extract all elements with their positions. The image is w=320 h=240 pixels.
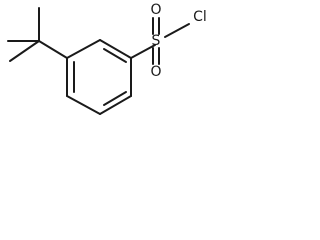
bond-ring-to-sulfur (130, 44, 156, 59)
bond-tbutyl-to-ring (38, 40, 68, 59)
ring-bond-2 (99, 39, 132, 59)
chemical-structure-diagram: O S O Cl (7, 2, 207, 115)
bond-tbutyl-methyl-bottom (9, 40, 40, 62)
atom-label-chlorine: Cl (193, 9, 207, 25)
atom-label-oxygen-bottom: O (150, 64, 161, 80)
ring-bond-5 (66, 95, 101, 115)
ring-bond-4 (99, 95, 132, 115)
ring-double-bond-inner-1 (103, 48, 127, 63)
structure-canvas: O S O Cl (0, 0, 222, 128)
atom-label-oxygen-top: O (150, 2, 161, 18)
atom-label-sulfur: S (152, 33, 161, 49)
bond-s-cl (164, 23, 190, 38)
ring-bond-1 (66, 39, 101, 59)
ring-double-bond-inner-2 (103, 91, 127, 106)
bonds (7, 7, 190, 115)
